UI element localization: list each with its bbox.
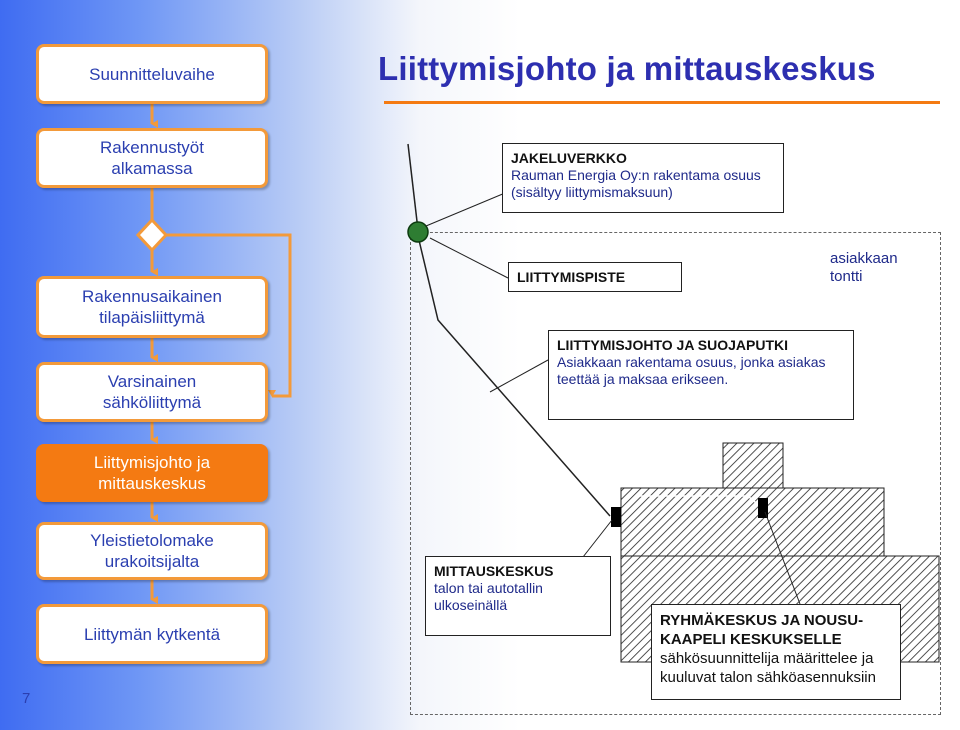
distribution-cable xyxy=(407,143,419,231)
page-number: 7 xyxy=(22,690,31,707)
step-yleistietolomake[interactable]: Yleistietolomake urakoitsijalta xyxy=(36,522,268,580)
distribution-board xyxy=(758,498,768,518)
step-liittyman-kytkenta[interactable]: Liittymän kytkentä xyxy=(36,604,268,664)
bypass-connector xyxy=(166,233,292,398)
box-liittymisjohto: LIITTYMISJOHTO JA SUOJAPUTKI Asiakkaan r… xyxy=(548,330,854,420)
box-ryhmakeskus: RYHMÄKESKUS JA NOUSU-KAAPELI KESKUKSELLE… xyxy=(651,604,901,700)
customer-plot-boundary xyxy=(410,232,941,715)
page-title: Liittymisjohto ja mittauskeskus xyxy=(378,50,876,87)
pointer-jakeluverkko xyxy=(425,192,506,227)
step-varsinainen-sahkoliittyma[interactable]: Varsinainen sähköliittymä xyxy=(36,362,268,422)
liittymispiste-heading: LIITTYMISPISTE xyxy=(517,269,626,285)
box-mittauskeskus: MITTAUSKESKUS talon tai autotallin ulkos… xyxy=(425,556,611,636)
jakeluverkko-text: Rauman Energia Oy:n rakentama osuus (sis… xyxy=(511,167,761,200)
decision-diamond xyxy=(135,217,169,253)
ryhmakeskus-heading: RYHMÄKESKUS JA NOUSU-KAAPELI KESKUKSELLE xyxy=(660,612,864,648)
connection-point-node xyxy=(407,221,429,243)
liittymisjohto-heading: LIITTYMISJOHTO JA SUOJAPUTKI xyxy=(557,337,789,353)
step-liittymisjohto-active[interactable]: Liittymisjohto ja mittauskeskus xyxy=(36,444,268,502)
mittauskeskus-heading: MITTAUSKESKUS xyxy=(434,563,554,579)
box-jakeluverkko: JAKELUVERKKO Rauman Energia Oy:n rakenta… xyxy=(502,143,784,213)
pointer-liittymisjohto xyxy=(489,359,549,393)
box-liittymispiste: LIITTYMISPISTE xyxy=(508,262,682,292)
plot-label: asiakkaan tontti xyxy=(830,250,898,285)
meter-unit xyxy=(611,507,621,527)
mittauskeskus-text: talon tai autotallin ulkoseinällä xyxy=(434,580,543,613)
pointer-liittymispiste xyxy=(429,237,509,279)
ryhmakeskus-text: sähkösuunnittelija määrittelee ja kuuluv… xyxy=(660,650,876,686)
title-rule xyxy=(384,101,940,104)
liittymisjohto-text: Asiakkaan rakentama osuus, jonka asiakas… xyxy=(557,354,826,387)
connection-cable xyxy=(417,235,611,517)
pointer-ryhmakeskus xyxy=(764,511,801,605)
step-tilapaisliittyma[interactable]: Rakennusaikainen tilapäisliittymä xyxy=(36,276,268,338)
jakeluverkko-heading: JAKELUVERKKO xyxy=(511,150,627,166)
step-rakennustyot-alkamassa[interactable]: Rakennustyöt alkamassa xyxy=(36,128,268,188)
step-suunnitteluvaihe[interactable]: Suunnitteluvaihe xyxy=(36,44,268,104)
